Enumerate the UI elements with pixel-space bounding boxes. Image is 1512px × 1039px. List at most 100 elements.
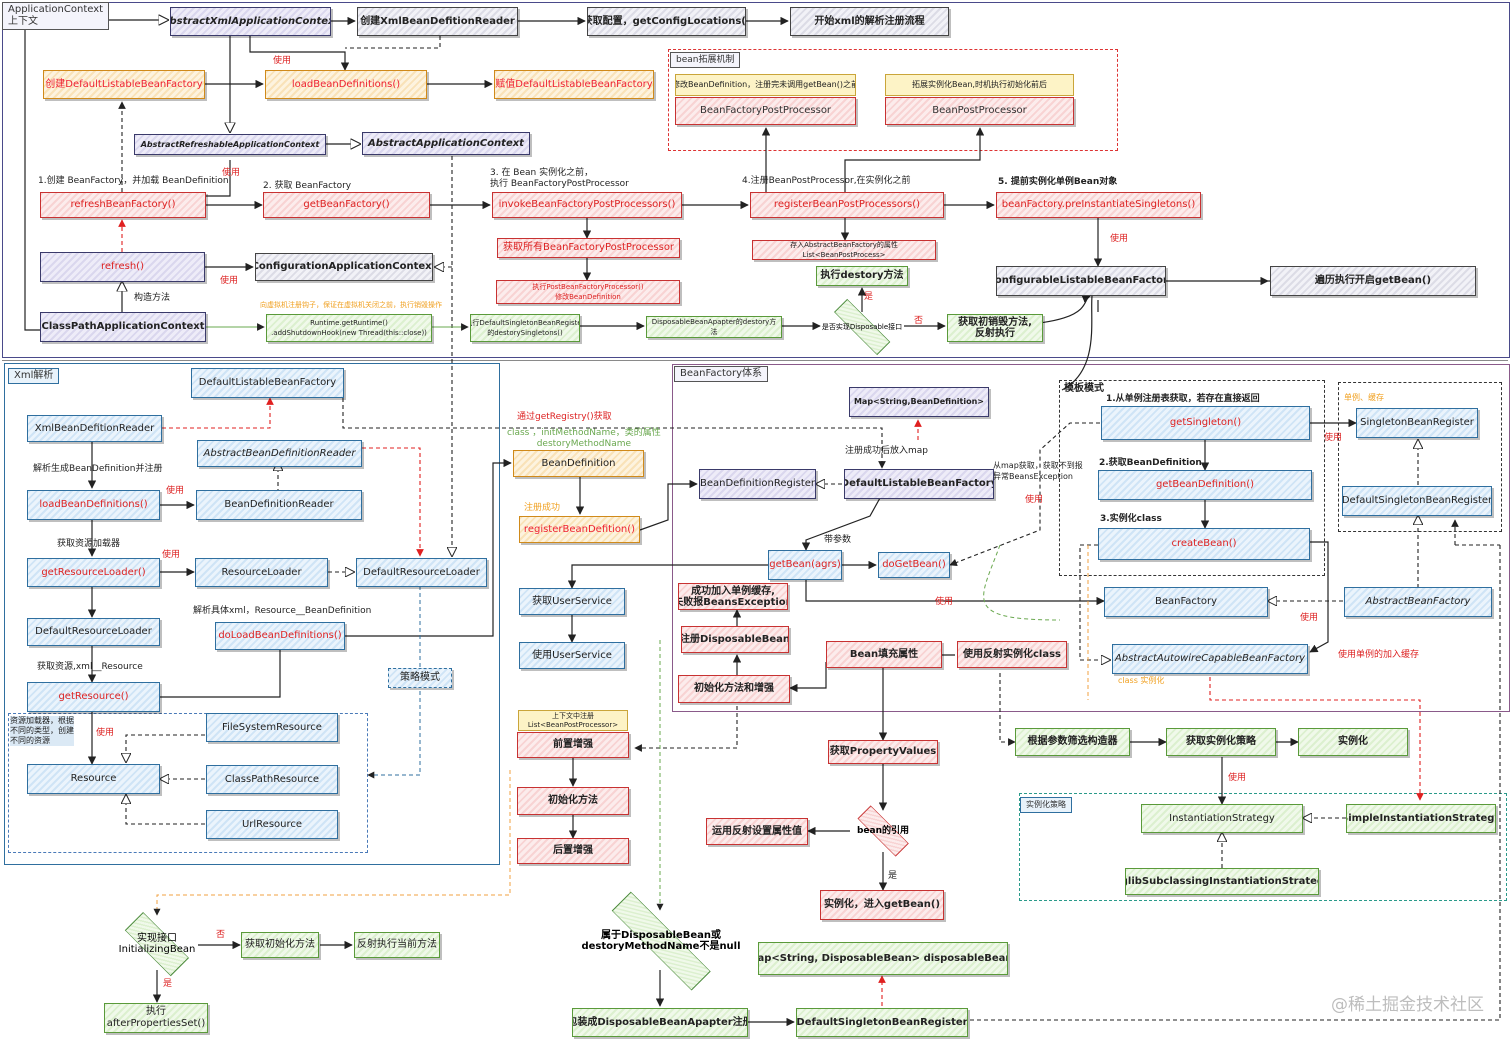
bd-reader-node[interactable]: BeanDefinitionReader — [196, 490, 362, 520]
disposable-adapter-destroy-node[interactable]: DisposableBeanApapter的destory方法 — [646, 316, 782, 338]
after-properties-set-node[interactable]: 执行 afterPropertiesSet() — [104, 1003, 208, 1033]
classpath-app-context-node[interactable]: ClassPathApplicationContext — [40, 312, 206, 342]
create-bean-node[interactable]: createBean() — [1098, 528, 1310, 560]
configurable-listable-factory-node[interactable]: ConfigurableListableBeanFactory — [996, 266, 1166, 296]
default-resource-loader-right-node[interactable]: DefaultResourceLoader — [356, 558, 487, 587]
label-step5: 5. 提前实例化单例Bean对象 — [998, 177, 1118, 187]
simple-strategy-node[interactable]: SimpleInstantiationStrategy — [1346, 804, 1496, 833]
wrap-disposable-adapter-node[interactable]: 包装成DisposableBeanApapter注册 — [572, 1008, 748, 1037]
label-use-1: 使用 — [273, 56, 292, 66]
bd-register-node[interactable]: BeanDefinitionRegister — [699, 469, 816, 499]
refresh-bean-factory-node[interactable]: refreshBeanFactory() — [40, 192, 206, 218]
load-bean-definitions-node[interactable]: loadBeanDefinitions() — [265, 70, 427, 99]
is-disposable-decision[interactable]: 是否实现Disposable接口 — [820, 306, 904, 348]
label-map-get-note: 从map获取，获取不到报 异常BeansException — [993, 461, 1083, 481]
bean-factory-node[interactable]: BeanFactory — [1104, 587, 1268, 617]
exec-destroy-node[interactable]: 执行destory方法 — [816, 266, 908, 286]
reflect-exec-current-node[interactable]: 反射执行当前方法 — [354, 932, 440, 958]
get-resource-node[interactable]: getResource() — [27, 682, 160, 712]
init-method-node[interactable]: 初始化方法 — [517, 787, 629, 815]
get-bean-factory-node[interactable]: getBeanFactory() — [263, 192, 430, 218]
default-singleton-register-node[interactable]: DefaultSingletonBeanRegister — [1342, 486, 1492, 516]
assign-default-factory-node[interactable]: 赋值DefaultListableBeanFactory — [494, 70, 654, 99]
bean-definition-node[interactable]: BeanDefinition — [513, 450, 644, 477]
instantiate-node[interactable]: 实例化 — [1298, 728, 1408, 756]
abstract-xml-app-context-node[interactable]: AbstractXmlApplicationContext — [170, 7, 331, 36]
label-parse-register: 解析生成BeanDefinition并注册 — [33, 464, 163, 474]
get-bean-args-node[interactable]: getBean(agrs) — [768, 550, 842, 580]
bean-ref-decision[interactable]: bean的引用 — [846, 810, 920, 852]
do-load-bd-node[interactable]: doLoadBeanDefinitions() — [215, 622, 345, 650]
get-resource-loader-node[interactable]: getResourceLoader() — [27, 558, 160, 587]
default-resource-loader-node[interactable]: DefaultResourceLoader — [27, 618, 160, 646]
map-disposable-node[interactable]: Map<String, DisposableBean> disposableBe… — [758, 942, 1008, 975]
resource-loader-node[interactable]: ResourceLoader — [195, 558, 328, 587]
get-bd-factory-node[interactable]: getBeanDefinition() — [1098, 470, 1312, 500]
register-disposable-node[interactable]: 注册DisposableBean — [681, 626, 789, 653]
abstract-refreshable-node[interactable]: AbstractRefreshableApplicationContext — [134, 134, 326, 155]
bfpp-node[interactable]: BeanFactoryPostProcessor — [675, 97, 856, 125]
exec-destroy-singletons-node[interactable]: 执行DefaultSingletonBeanRegister 的destoryS… — [470, 314, 580, 342]
configurable-app-context-node[interactable]: ConfigurationApplicationContext — [255, 253, 433, 281]
get-all-bfpp-node[interactable]: 获取所有BeanFactoryPostProcessor — [497, 238, 680, 258]
load-bd-xml-node[interactable]: loadBeanDefinitions() — [27, 490, 160, 520]
register-bd-node[interactable]: registerBeanDefition() — [519, 516, 640, 543]
refresh-node[interactable]: refresh() — [40, 252, 205, 282]
reflect-instantiate-node[interactable]: 使用反射实例化class — [957, 641, 1067, 668]
post-enhance-node[interactable]: 后置增强 — [517, 838, 629, 864]
label-shutdown-hook: 向虚拟机注册钩子，保证在虚拟机关闭之前，执行销毁操作 — [260, 301, 442, 309]
label-tp-step3: 3.实例化class — [1100, 514, 1162, 524]
impl-initializing-bean-decision[interactable]: 实现接口 InitializingBean — [112, 915, 202, 973]
get-init-method-node[interactable]: 获取初始化方法 — [241, 932, 319, 958]
abstract-app-context-node[interactable]: AbstractApplicationContext — [362, 132, 530, 155]
label-with-args: 带参数 — [824, 535, 852, 545]
create-xml-reader-node[interactable]: 创建XmlBeanDefitionReader — [357, 7, 518, 36]
get-user-service-node[interactable]: 获取UserService — [519, 588, 625, 615]
pre-enhance-node[interactable]: 前置增强 — [517, 732, 629, 758]
instantiation-strategy-node[interactable]: InstantiationStrategy — [1141, 804, 1303, 833]
invoke-bfpp-node[interactable]: invokeBeanFactoryPostProcessors() — [492, 192, 682, 218]
get-strategy-node[interactable]: 获取实例化策略 — [1166, 728, 1276, 756]
strategy-pattern-node[interactable]: 策略模式 — [388, 668, 452, 688]
reflect-destroy-node[interactable]: 获取初销毁方法, 反射执行 — [947, 314, 1043, 342]
map-bd-node[interactable]: Map<String,BeanDefinition> — [849, 387, 989, 417]
runtime-hook-node[interactable]: Runtime.getRuntime() .addShutdownHook(ne… — [266, 314, 432, 342]
label-use-4: 使用 — [220, 276, 239, 286]
bpp-node[interactable]: BeanPostProcessor — [885, 97, 1074, 125]
resource-node[interactable]: Resource — [27, 764, 160, 794]
classpath-resource-node[interactable]: ClassPathResource — [206, 765, 338, 794]
disposable-decision[interactable]: 属于DisposableBean或 destoryMethodName不是nul… — [581, 910, 740, 972]
exec-bfpp-node[interactable]: 执行PostBeanFactoryProcessor() 修改BeanDefin… — [496, 280, 680, 304]
default-singleton-register-bottom-node[interactable]: DefaultSingletonBeanRegister — [796, 1008, 968, 1037]
reflect-set-props-node[interactable]: 运用反射设置属性值 — [706, 818, 808, 845]
default-listable-factory-bf-node[interactable]: DefaultListableBeanFactory — [844, 469, 994, 499]
url-resource-node[interactable]: UrlResource — [206, 810, 338, 839]
label-use-2: 使用 — [222, 168, 241, 178]
add-singleton-cache-node[interactable]: 成功加入单例缓存, 失败报BeansException — [678, 583, 788, 610]
register-bpp-node[interactable]: registerBeanPostProcessors() — [750, 192, 944, 218]
use-user-service-node[interactable]: 使用UserService — [519, 642, 625, 669]
create-default-factory-node[interactable]: 创建DefaultListableBeanFactory — [43, 70, 205, 99]
select-ctor-node[interactable]: 根据参数筛选构造器 — [1015, 728, 1130, 756]
get-property-values-node[interactable]: 获取PropertyValues — [828, 740, 938, 764]
get-config-locations-node[interactable]: 获取配置，getConfigLocations() — [587, 7, 746, 36]
xml-reader-node[interactable]: XmlBeanDefitionReader — [27, 415, 162, 442]
label-use-9: 使用 — [1324, 433, 1343, 443]
put-bpp-list-node[interactable]: 存入AbstractBeanFactory的属性List<BeanPostPro… — [752, 240, 936, 260]
fill-bean-props-node[interactable]: Bean填充属性 — [826, 641, 942, 668]
default-listable-factory-xml-node[interactable]: DefaultListableBeanFactory — [191, 368, 344, 398]
abstract-autowire-node[interactable]: AbstractAutowireCapableBeanFactory — [1112, 644, 1308, 674]
singleton-register-node[interactable]: SingletonBeanRegister — [1356, 408, 1478, 438]
init-and-enhance-node[interactable]: 初始化方法和增强 — [678, 675, 790, 703]
file-system-resource-node[interactable]: FileSystemResource — [206, 713, 338, 742]
label-use-12: 使用 — [1228, 773, 1247, 783]
start-xml-parse-node[interactable]: 开始xml的解析注册流程 — [790, 7, 949, 36]
abstract-bd-reader-node[interactable]: AbstractBeanDefinitionReader — [197, 440, 362, 467]
get-singleton-node[interactable]: getSingleton() — [1101, 406, 1310, 440]
do-get-bean-node[interactable]: doGetBean() — [878, 552, 950, 578]
abstract-bean-factory-node[interactable]: AbstractBeanFactory — [1344, 587, 1492, 617]
cglib-strategy-node[interactable]: CglibSubclassingInstantiationStrategy — [1125, 868, 1319, 895]
preinstantiate-node[interactable]: beanFactory.preInstantiateSingletons() — [996, 192, 1201, 218]
traverse-get-bean-node[interactable]: 遍历执行开启getBean() — [1270, 266, 1476, 296]
instantiate-get-bean-node[interactable]: 实例化，进入getBean() — [820, 890, 944, 920]
